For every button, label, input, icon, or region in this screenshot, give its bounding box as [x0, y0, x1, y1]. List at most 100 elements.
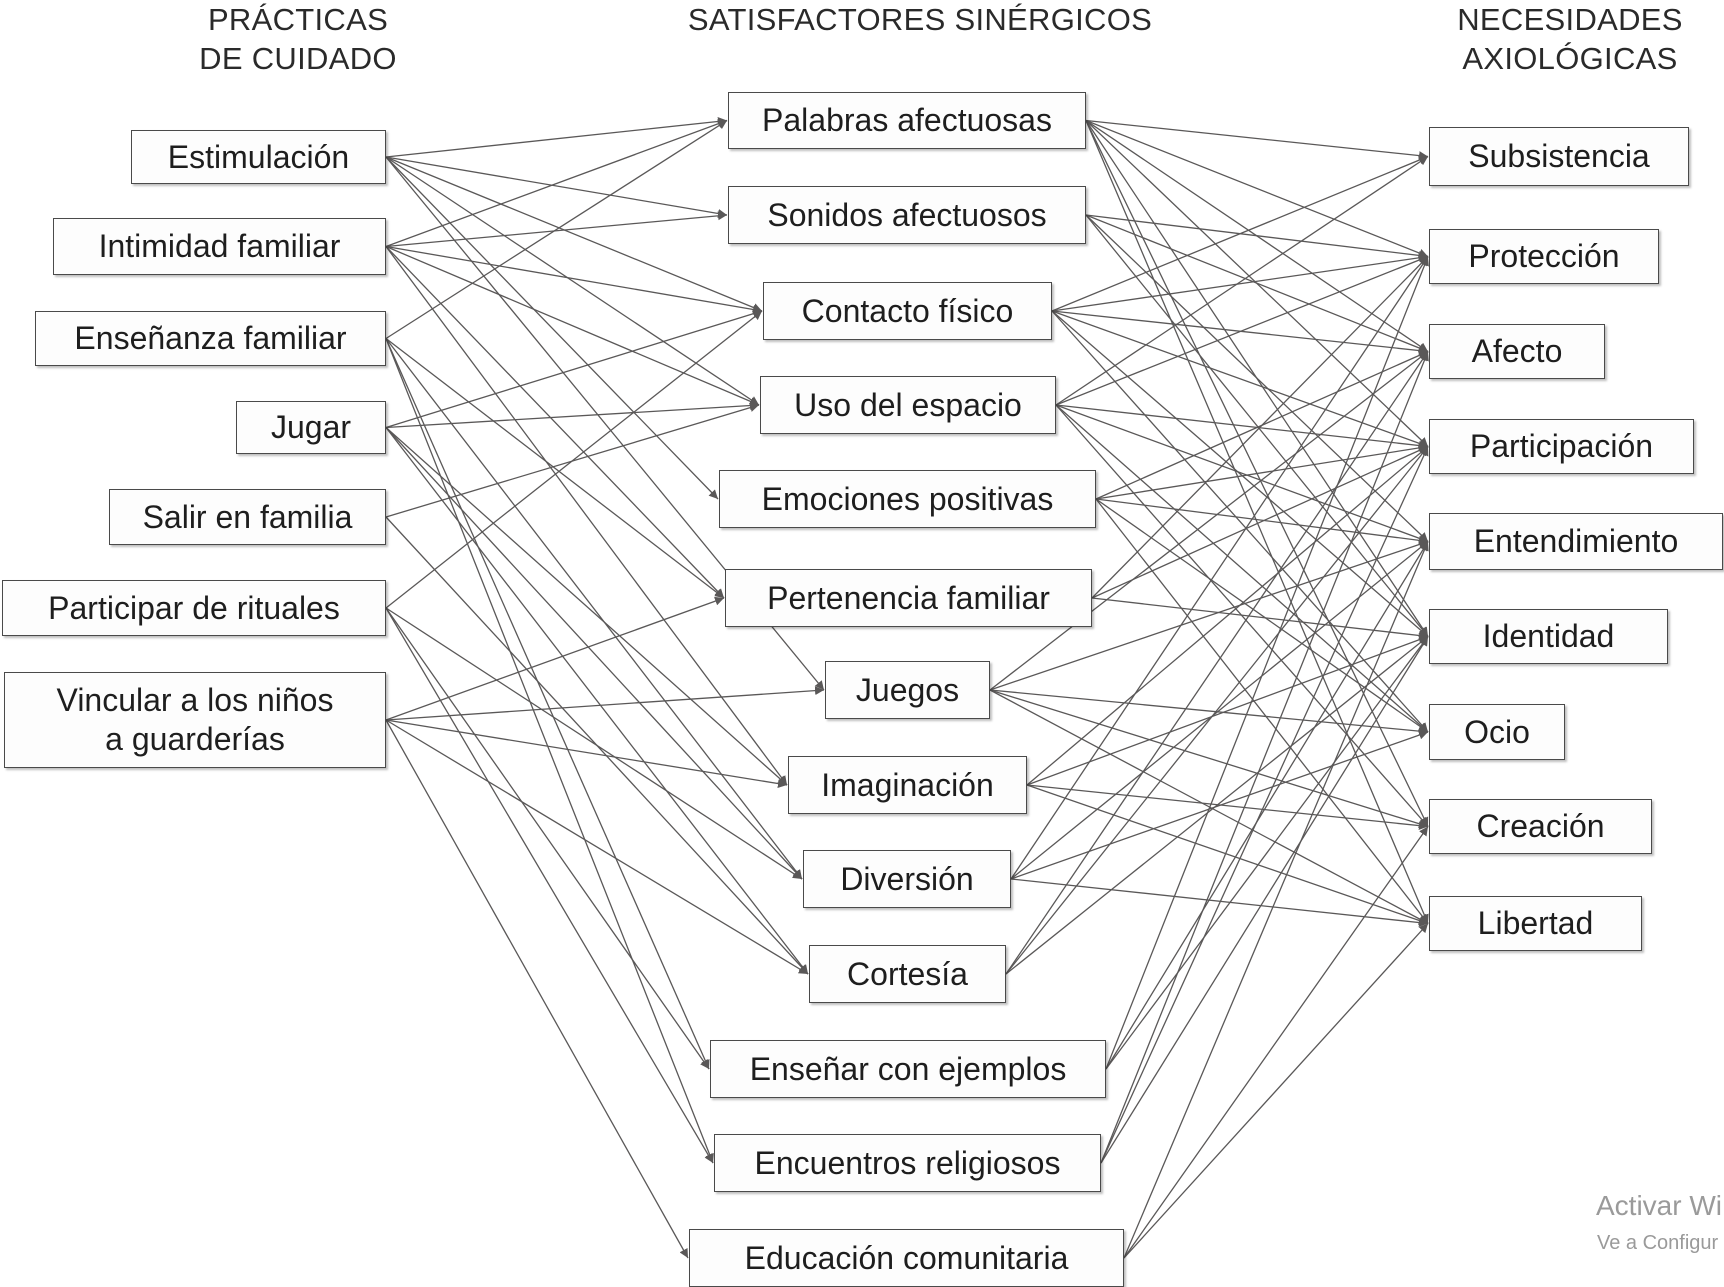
practice-salir-en-familia: Salir en familia	[109, 489, 386, 545]
need-link-emociones-to-libertad	[1095, 498, 1429, 924]
practice-link-vincular-to-pertenencia	[385, 596, 725, 721]
satisfier-label: Educación comunitaria	[744, 1239, 1069, 1276]
practice-link-vincular-to-cortesia	[385, 719, 809, 975]
watermark-line1: Activar Wi	[1596, 1190, 1722, 1221]
practice-link-ensenanza-to-diversion	[385, 338, 803, 880]
satisfier-pertenencia-familiar: Pertenencia familiar	[725, 569, 1092, 627]
satisfier-diversion: Diversión	[803, 850, 1011, 908]
satisfier-palabras-afectuosas: Palabras afectuosas	[728, 92, 1086, 149]
satisfier-label: Cortesía	[847, 955, 968, 992]
satisfier-label: Contacto físico	[801, 292, 1014, 329]
need-label: Protección	[1468, 238, 1620, 274]
satisfier-ensenar-con-ejemplos: Enseñar con ejemplos	[710, 1040, 1106, 1098]
need-link-diversion-to-proteccion	[1010, 256, 1429, 880]
need-link-juegos-to-entendimiento	[989, 540, 1429, 691]
need-link-educacion-to-libertad	[1123, 923, 1429, 1259]
need-link-pertenencia-to-proteccion	[1091, 256, 1429, 599]
practice-label: Salir en familia	[142, 498, 353, 535]
need-link-sonidos-to-proteccion	[1085, 214, 1429, 260]
need-link-ejemplos-to-entendimiento	[1105, 541, 1429, 1070]
need-participacion: Participación	[1429, 419, 1694, 474]
need-link-sonidos-to-entendimiento	[1085, 214, 1429, 542]
need-label: Libertad	[1477, 905, 1594, 941]
need-proteccion: Protección	[1429, 229, 1659, 284]
needs-header-line2: AXIOLÓGICAS	[1462, 41, 1678, 76]
need-label: Creación	[1476, 808, 1605, 844]
satisfier-sonidos-afectuosos: Sonidos afectuosos	[728, 186, 1086, 244]
practice-link-intimidad-to-sonidos	[385, 211, 728, 248]
need-link-espacio-to-subsistencia	[1055, 155, 1429, 406]
need-link-contacto-to-proteccion	[1051, 253, 1429, 312]
need-label: Afecto	[1471, 333, 1563, 369]
need-link-educacion-to-entendimiento	[1123, 541, 1429, 1259]
practice-label: Enseñanza familiar	[74, 320, 347, 356]
practice-link-ensenanza-to-religiosos	[385, 338, 714, 1164]
need-subsistencia: Subsistencia	[1429, 127, 1689, 186]
satisfier-contacto-fisico: Contacto físico	[763, 282, 1052, 340]
practice-link-estimulacion-to-palabras	[385, 116, 728, 158]
practice-label: Estimulación	[167, 138, 350, 175]
satisfier-label: Diversión	[840, 860, 974, 897]
satisfier-juegos: Juegos	[825, 661, 990, 719]
need-link-pertenencia-to-participacion	[1091, 445, 1429, 599]
need-identidad: Identidad	[1429, 609, 1668, 664]
practices-header-line1: PRÁCTICAS	[207, 2, 389, 37]
practice-label: Jugar	[270, 409, 352, 445]
need-link-palabras-to-libertad	[1085, 120, 1429, 924]
watermark-line2: Ve a Configur	[1597, 1232, 1719, 1254]
need-label: Subsistencia	[1468, 138, 1650, 174]
practice-link-estimulacion-to-sonidos	[385, 156, 728, 218]
practice-link-intimidad-to-contacto	[385, 245, 763, 314]
practice-participar-de-rituales: Participar de rituales	[2, 580, 386, 636]
need-afecto: Afecto	[1429, 324, 1605, 379]
practice-link-vincular-to-imaginacion	[385, 719, 788, 789]
need-link-palabras-to-proteccion	[1085, 119, 1429, 258]
practice-estimulacion: Estimulación	[131, 130, 386, 184]
need-link-palabras-to-subsistencia	[1085, 119, 1429, 161]
satisfier-emociones-positivas: Emociones positivas	[719, 470, 1096, 528]
practice-link-rituales-to-diversion	[385, 607, 803, 880]
need-link-ejemplos-to-identidad	[1105, 636, 1429, 1070]
practice-link-vincular-to-juegos	[385, 686, 825, 721]
practice-link-rituales-to-ejemplos	[385, 607, 710, 1070]
satisfier-cortesia: Cortesía	[809, 945, 1006, 1003]
practice-link-estimulacion-to-emociones	[385, 156, 719, 500]
practice-label-line2: a guarderías	[105, 721, 285, 757]
need-link-juegos-to-afecto	[989, 350, 1429, 691]
need-link-imaginacion-to-creacion	[1026, 784, 1429, 831]
need-ocio: Ocio	[1429, 704, 1565, 760]
need-link-religiosos-to-identidad	[1100, 636, 1429, 1164]
practice-ensenanza-familiar: Enseñanza familiar	[35, 311, 386, 366]
satisfiers-header-line1: SATISFACTORES SINÉRGICOS	[687, 2, 1153, 37]
need-label: Entendimiento	[1473, 523, 1679, 559]
practice-link-estimulacion-to-contacto	[385, 156, 763, 312]
need-link-sonidos-to-afecto	[1085, 214, 1429, 353]
need-creacion: Creación	[1429, 799, 1652, 854]
need-link-espacio-to-proteccion	[1055, 255, 1429, 406]
practice-vincular-ninos-guarderias: Vincular a los niños a guarderías	[4, 672, 386, 768]
need-label: Identidad	[1482, 618, 1615, 654]
need-link-emociones-to-entendimiento	[1095, 498, 1429, 545]
need-link-pertenencia-to-identidad	[1091, 597, 1429, 640]
satisfier-label: Emociones positivas	[761, 480, 1054, 517]
satisfier-uso-del-espacio: Uso del espacio	[760, 376, 1056, 434]
need-link-religiosos-to-participacion	[1100, 446, 1429, 1164]
practice-label: Intimidad familiar	[98, 228, 341, 264]
practice-intimidad-familiar: Intimidad familiar	[53, 218, 386, 275]
satisfier-label: Imaginación	[821, 766, 994, 803]
need-link-diversion-to-libertad	[1010, 878, 1429, 928]
need-link-ejemplos-to-proteccion	[1105, 256, 1429, 1070]
satisfiers-header: SATISFACTORES SINÉRGICOS	[640, 0, 1200, 39]
need-link-contacto-to-ocio	[1051, 310, 1429, 733]
need-link-imaginacion-to-participacion	[1026, 446, 1429, 786]
need-link-emociones-to-participacion	[1095, 443, 1429, 500]
need-link-cortesia-to-afecto	[1005, 351, 1429, 975]
need-link-cortesia-to-participacion	[1005, 446, 1429, 975]
practice-link-intimidad-to-espacio	[385, 245, 760, 406]
need-link-contacto-to-participacion	[1051, 310, 1429, 448]
practice-link-vincular-to-educacion	[385, 719, 689, 1259]
satisfier-label: Uso del espacio	[794, 386, 1022, 423]
practice-link-intimidad-to-pertenencia	[385, 246, 725, 599]
